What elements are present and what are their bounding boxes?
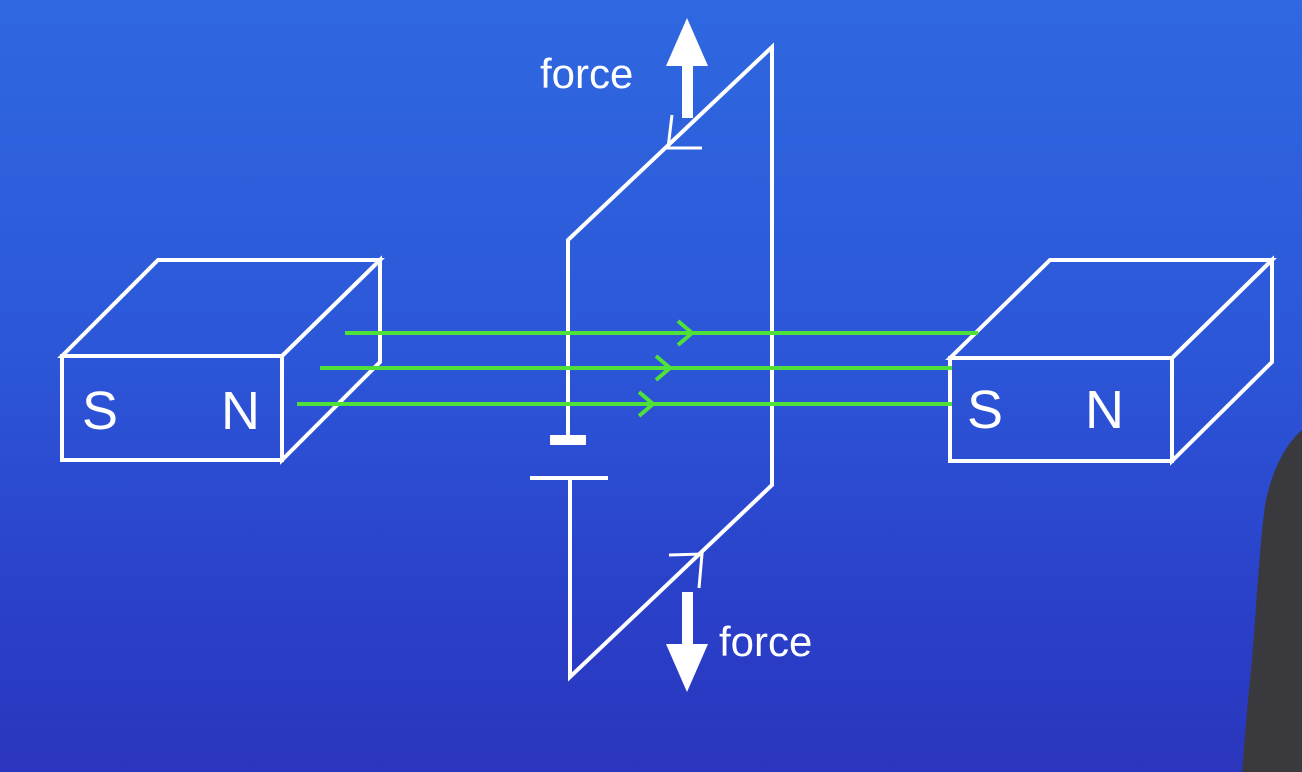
right-magnet: S N [945, 255, 1277, 466]
presenter-silhouette [1242, 430, 1302, 772]
field-line-middle-arrow [654, 354, 674, 382]
current-arrow-bottom [668, 552, 704, 589]
left-magnet-front-face [60, 354, 284, 462]
field-line-top-arrow [676, 319, 696, 347]
force-arrow-up-head [666, 18, 708, 66]
left-magnet: S N [57, 255, 385, 465]
force-label-bottom: force [719, 618, 812, 665]
force-arrow-down-head [666, 644, 708, 692]
right-magnet-north-label: N [1085, 380, 1124, 440]
current-arrow-top [666, 114, 702, 150]
circuit-wire-upper [566, 42, 774, 682]
right-magnet-south-label: S [967, 380, 1003, 440]
right-magnet-front-face [948, 356, 1174, 463]
force-arrow-down-shaft [682, 592, 693, 650]
force-arrow-down: force [666, 592, 812, 692]
magnetic-field-lines [297, 319, 978, 418]
right-magnet-side-face [1170, 255, 1274, 466]
force-arrow-up: force [540, 18, 708, 118]
left-magnet-south-label: S [82, 381, 118, 441]
left-magnet-north-label: N [221, 381, 260, 441]
field-line-bottom-arrow [637, 390, 657, 418]
force-arrow-up-shaft [682, 60, 693, 118]
left-magnet-side-face [280, 255, 382, 465]
force-label-top: force [540, 50, 633, 97]
circuit-loop [530, 42, 774, 682]
